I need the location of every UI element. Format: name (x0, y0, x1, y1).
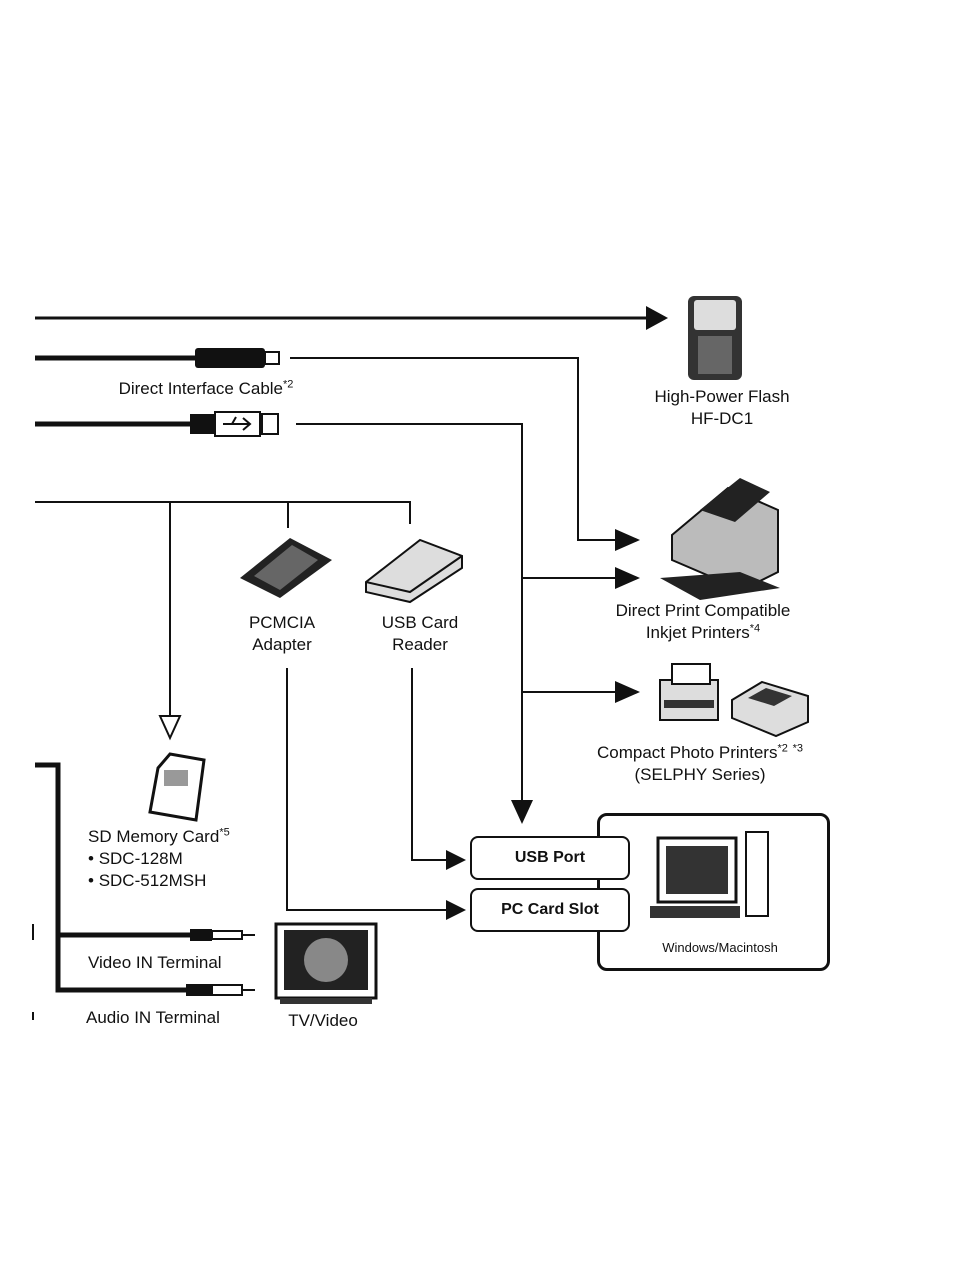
usb-port-label: USB Port (515, 849, 585, 867)
pc-card-slot-box: PC Card Slot (470, 888, 630, 932)
audio-terminal-label: Audio IN Terminal (86, 1007, 220, 1029)
usb-port-box: USB Port (470, 836, 630, 880)
sd-model-1: SDC-128M (99, 849, 183, 868)
sd-model-2: SDC-512MSH (99, 871, 207, 890)
sd-card-icon (150, 754, 204, 820)
usb-reader-name: USB Card (382, 612, 459, 634)
pc-card-slot-label: PC Card Slot (501, 901, 599, 919)
memory-card-bus (35, 502, 410, 738)
tv-icon (276, 924, 376, 1004)
inkjet-footnote: *4 (750, 622, 760, 634)
inkjet-label: Direct Print Compatible Inkjet Printers*… (616, 600, 791, 644)
inkjet-type: Inkjet Printers (646, 623, 750, 642)
usb-card-reader-icon (366, 540, 462, 602)
compact-printer-icon-2 (732, 682, 808, 736)
computer-label: Windows/Macintosh (662, 936, 778, 959)
flash-label: High-Power Flash HF-DC1 (654, 386, 789, 430)
cable-name: Direct Interface Cable (119, 379, 283, 398)
bullet: • (88, 871, 94, 890)
usb-reader-label: USB Card Reader (382, 612, 459, 656)
usb-cable (35, 412, 640, 824)
compact-printers-series: (SELPHY Series) (597, 764, 803, 786)
flash-unit-icon (688, 296, 742, 380)
reader-to-port-lines (287, 668, 466, 920)
pcmcia-adapter-icon (240, 538, 332, 598)
pcmcia-label: PCMCIA Adapter (249, 612, 315, 656)
sd-model-item: • SDC-512MSH (88, 870, 230, 892)
computer-os: Windows/Macintosh (662, 940, 778, 955)
flash-model: HF-DC1 (654, 408, 789, 430)
sd-card-title: SD Memory Card (88, 827, 219, 846)
inkjet-printer-icon (660, 478, 780, 600)
sd-model-item: • SDC-128M (88, 848, 230, 870)
cable-footnote: *2 (283, 378, 293, 390)
inkjet-name: Direct Print Compatible (616, 600, 791, 622)
sd-card-footnote: *5 (219, 826, 229, 838)
video-terminal-label: Video IN Terminal (88, 952, 222, 974)
sd-card-label: SD Memory Card*5 • SDC-128M • SDC-512MSH (88, 826, 230, 892)
flash-connection-line (35, 306, 668, 330)
compact-printer-icon (660, 664, 718, 720)
compact-printers-label: Compact Photo Printers*2 *3 (SELPHY Seri… (597, 742, 803, 786)
compact-printers-name: Compact Photo Printers (597, 743, 777, 762)
pcmcia-type: Adapter (249, 634, 315, 656)
compact-footnote-1: *2 (777, 742, 787, 754)
pcmcia-name: PCMCIA (249, 612, 315, 634)
av-cable (33, 765, 255, 1020)
bullet: • (88, 849, 94, 868)
usb-reader-type: Reader (382, 634, 459, 656)
compact-footnote-2: *3 (793, 742, 803, 754)
tv-label: TV/Video (288, 1010, 358, 1032)
flash-name: High-Power Flash (654, 386, 789, 408)
direct-interface-cable-label: Direct Interface Cable*2 (119, 378, 294, 400)
